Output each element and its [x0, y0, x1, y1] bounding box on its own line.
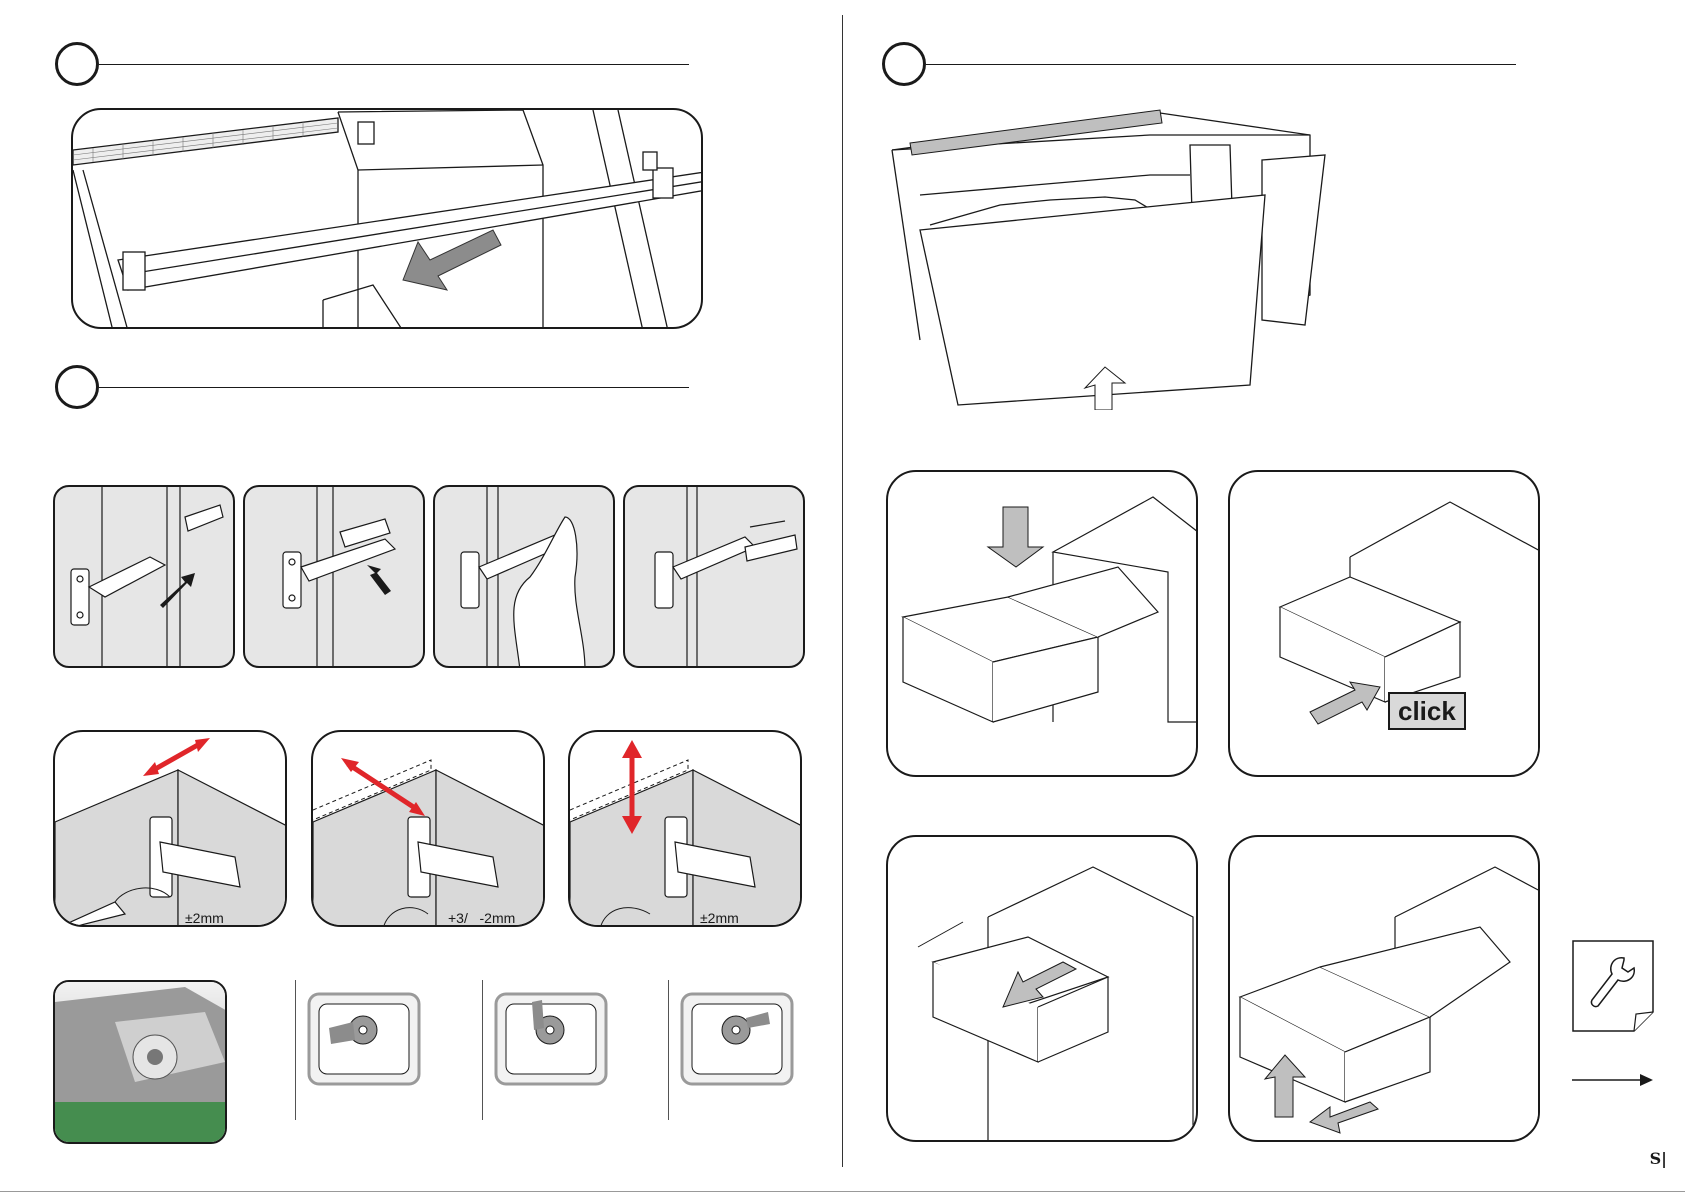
step-number-circle: [55, 42, 99, 86]
wrench-icon: [1572, 940, 1654, 1032]
adjustment-depth-panel: +3/ -2mm: [311, 730, 545, 927]
drawer-insert-step-1: [886, 470, 1198, 777]
adjustment-height-panel: ±2mm: [568, 730, 802, 927]
drawer-insert-step-2: click: [1228, 470, 1540, 777]
hinge-clip-step-3: [433, 485, 615, 668]
drawer-remove-step-2: [1228, 835, 1540, 1142]
step-header-rule: [99, 387, 689, 388]
cabinet-drawer-front-illustration: [890, 105, 1350, 410]
adjustment-side-value: ±2mm: [185, 910, 224, 926]
step-header-rule: [99, 64, 689, 65]
hinge-mechanism-photo: [53, 980, 227, 1144]
step-header-rule: [926, 64, 1516, 65]
step-number-circle: [882, 42, 926, 86]
hinge-clip-step-1: [53, 485, 235, 668]
adjustment-height-value: ±2mm: [700, 910, 739, 926]
hinge-clip-step-2: [243, 485, 425, 668]
drawer-remove-step-1: [886, 835, 1198, 1142]
adjustment-side-panel: ±2mm: [53, 730, 287, 927]
arrow-right-icon[interactable]: [1572, 1070, 1654, 1090]
cam-diagram-right: [668, 980, 808, 1120]
cabinet-rail-illustration: [71, 108, 703, 329]
page-divider: [842, 15, 843, 1167]
cam-diagram-neutral: [295, 980, 435, 1120]
step-number-circle: [55, 365, 99, 409]
adjustment-depth-value: +3/ -2mm: [448, 910, 515, 926]
cam-diagram-up: [482, 980, 622, 1120]
click-label: click: [1388, 692, 1466, 730]
hinge-clip-step-4: [623, 485, 805, 668]
page-number: S|: [1650, 1149, 1667, 1168]
